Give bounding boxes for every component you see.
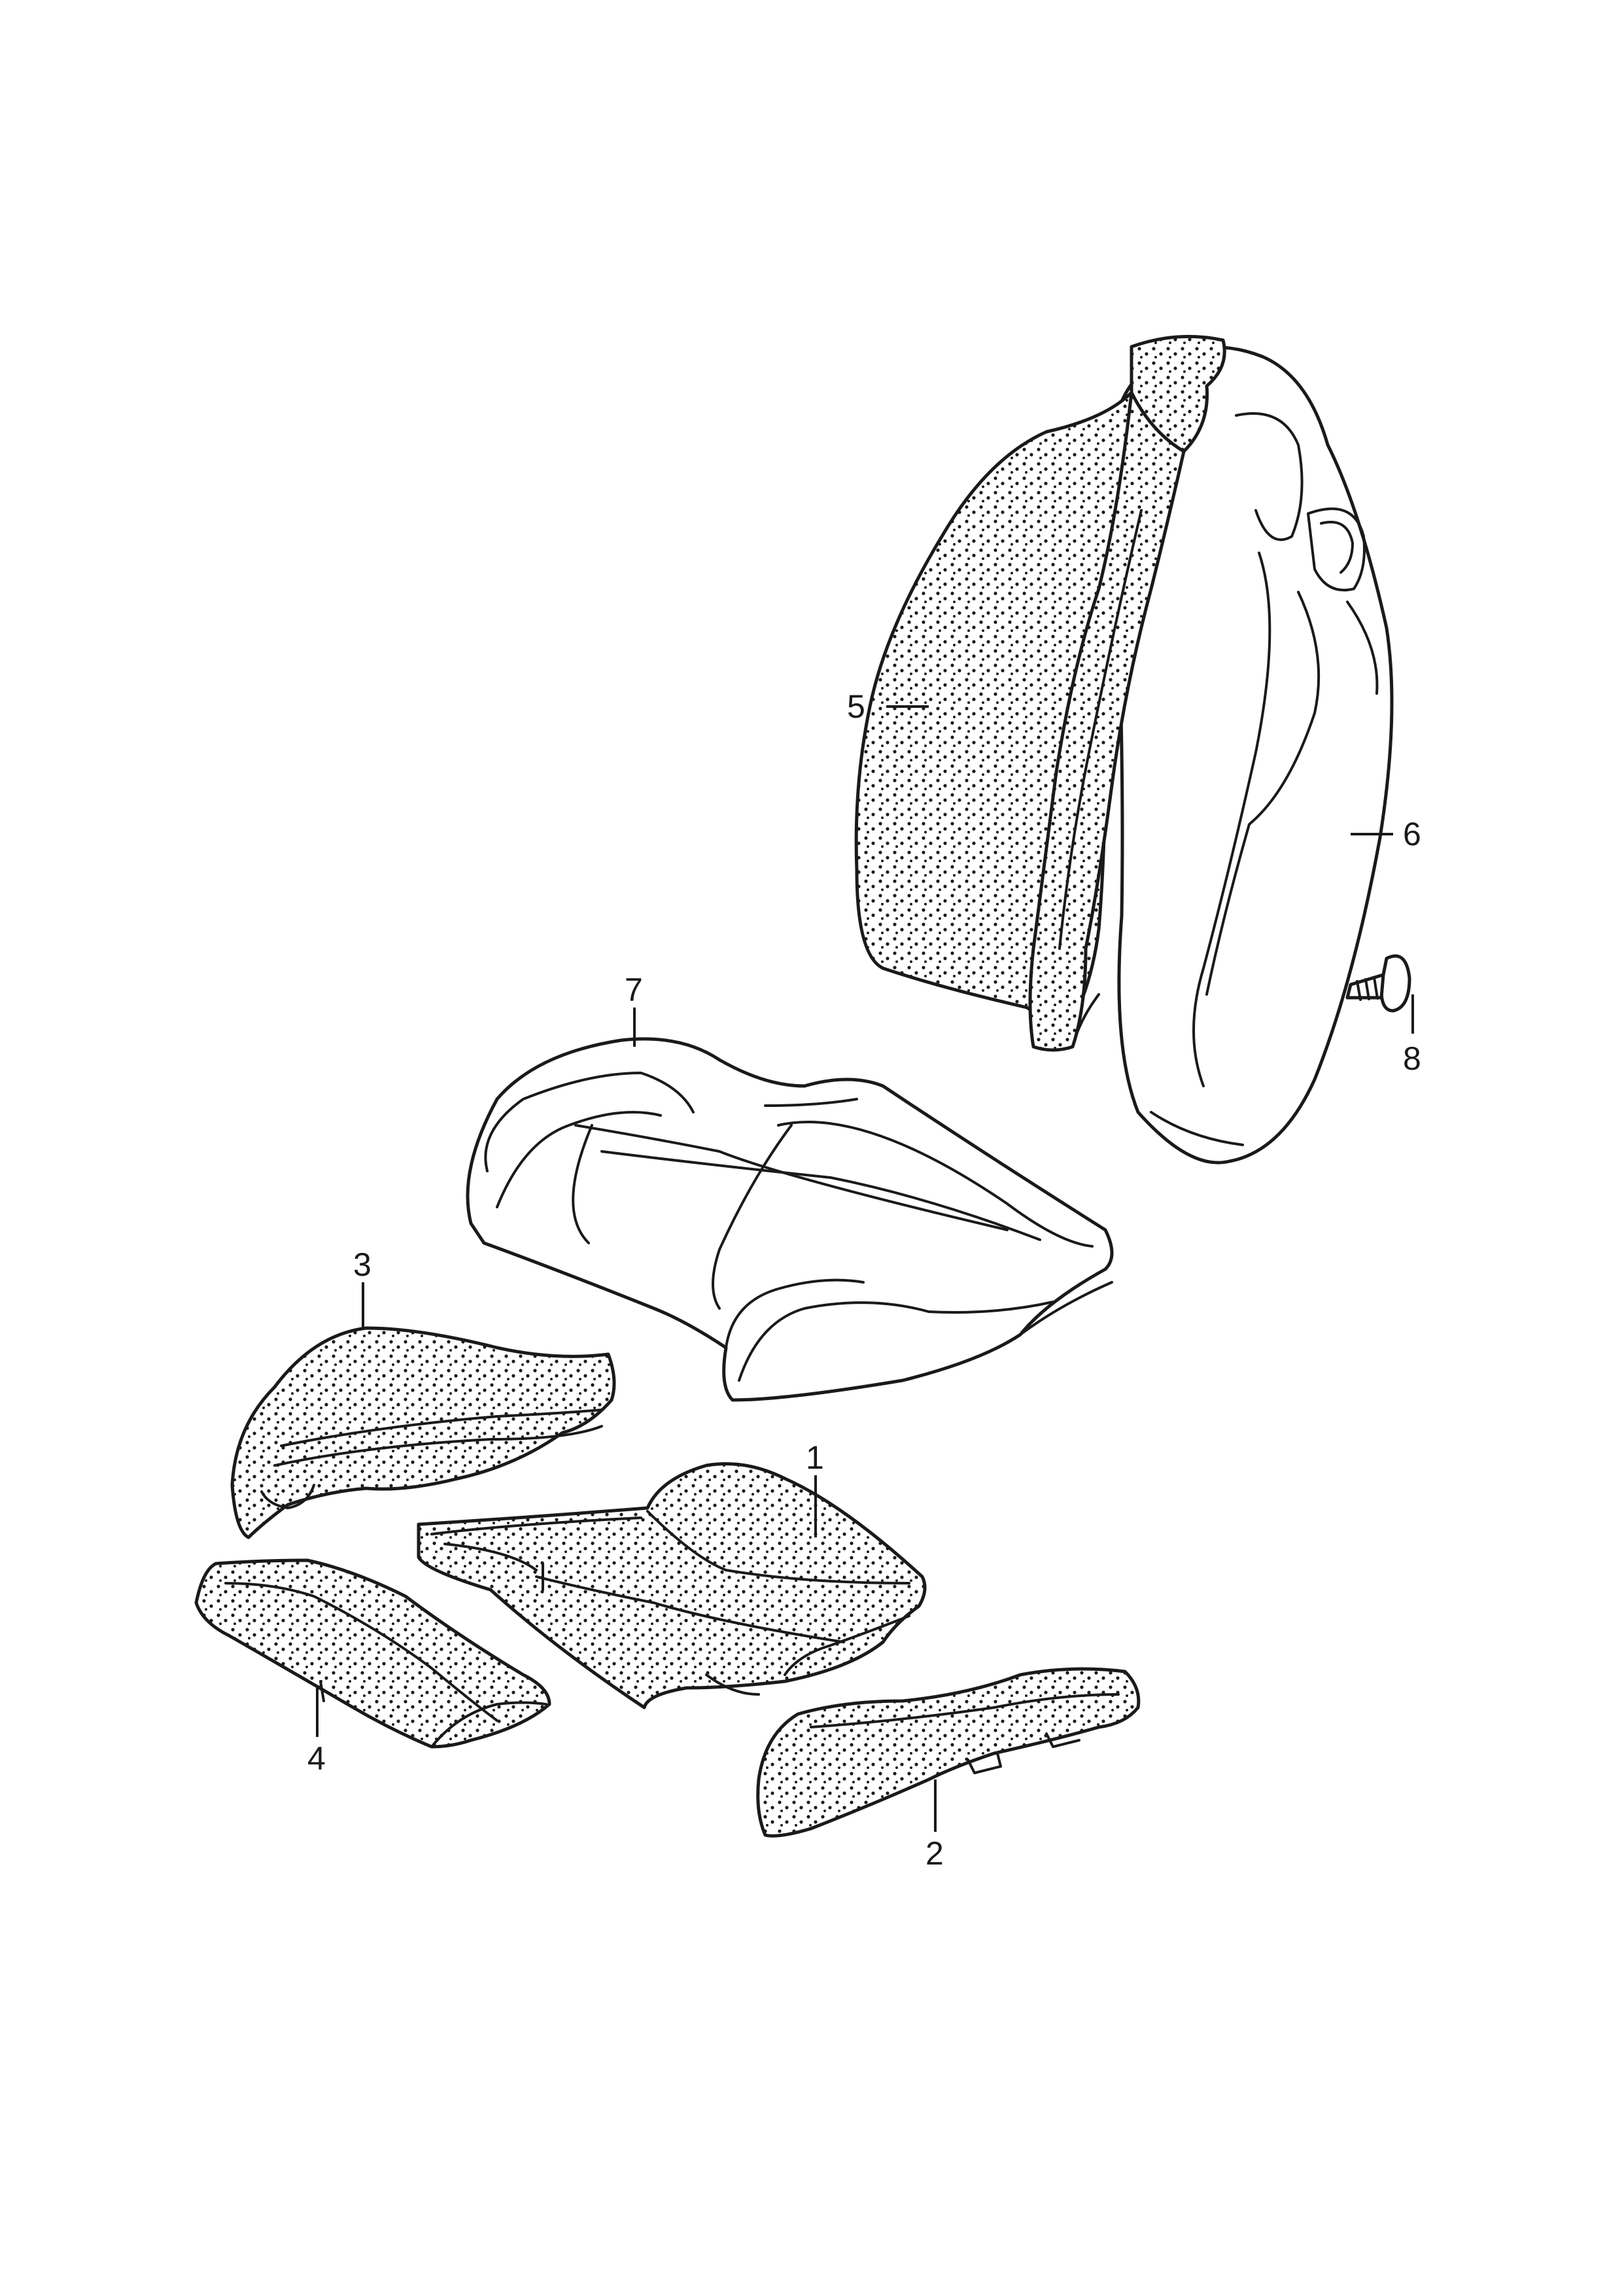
callout-2: 2: [925, 1835, 944, 1872]
seat-cushion-foam[interactable]: [417, 1462, 927, 1709]
backrest-cover[interactable]: [1110, 345, 1394, 1165]
callout-6: 6: [1403, 816, 1421, 852]
callout-3: 3: [353, 1246, 371, 1283]
left-side-bolster-foam[interactable]: [230, 1326, 616, 1539]
backrest-foam-padding[interactable]: [854, 334, 1226, 1052]
front-edge-foam[interactable]: [194, 1558, 551, 1749]
fastener-screw[interactable]: [1345, 954, 1411, 1013]
callout-5: 5: [847, 688, 865, 725]
right-side-bolster-foam[interactable]: [756, 1667, 1141, 1838]
callout-4: 4: [307, 1740, 326, 1777]
seat-cushion-cover[interactable]: [466, 1037, 1114, 1402]
leader-lines: [316, 705, 1414, 1832]
callout-8: 8: [1403, 1040, 1421, 1077]
callout-labels: 1 2 3 4 5 6 7 8: [307, 688, 1421, 1872]
callout-7: 7: [625, 972, 643, 1008]
callout-1: 1: [806, 1439, 824, 1476]
